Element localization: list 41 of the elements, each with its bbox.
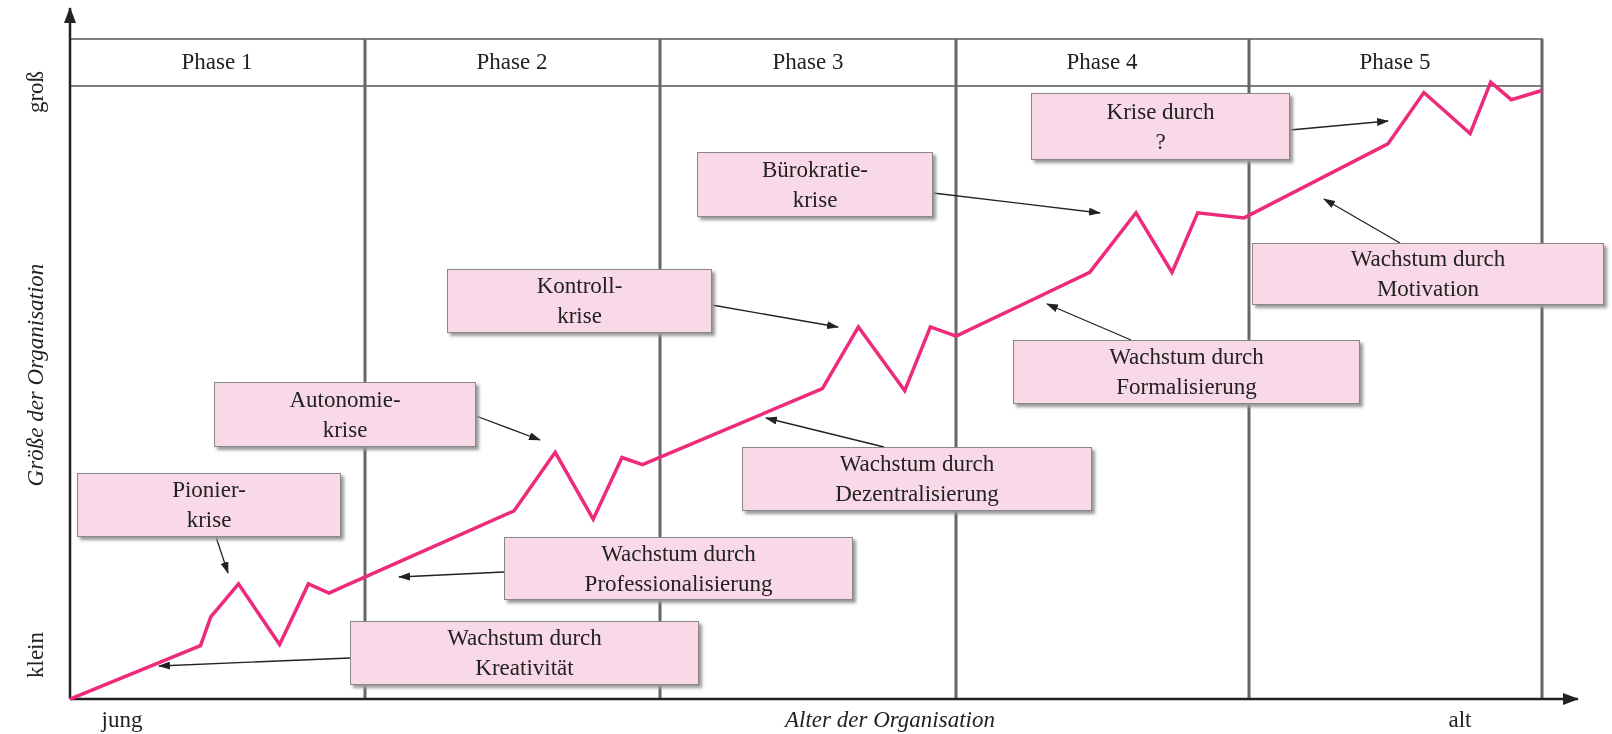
- phase-label: Phase 1: [181, 49, 253, 75]
- leader-arrow: [1323, 198, 1401, 244]
- callout-box: [742, 447, 1092, 511]
- phase-label: Phase 5: [1359, 49, 1431, 75]
- callout-box: [77, 473, 341, 537]
- callout-text: Bürokratie- krise: [761, 155, 869, 214]
- callout-box: [1013, 340, 1360, 404]
- axis-title: Größe der Organisation: [23, 263, 49, 487]
- leader-arrow: [932, 192, 1101, 216]
- axis-label: klein: [23, 632, 49, 678]
- leader-arrow: [158, 657, 351, 670]
- leader-arrow: [475, 415, 541, 441]
- phase-label: Phase 3: [772, 49, 844, 75]
- phase-label: Phase 2: [476, 49, 548, 75]
- callout-text: Krise durch ?: [1105, 97, 1216, 156]
- callout-text: Kontroll- krise: [535, 272, 624, 330]
- callout-box: [447, 269, 712, 333]
- callout-text: Pionier- krise: [171, 476, 247, 534]
- callout-box: [214, 382, 476, 447]
- callout-box: [1031, 93, 1290, 160]
- callout-text: Wachstum durch Dezentralisierung: [834, 450, 1000, 508]
- callout-text: Wachstum durch Formalisierung: [1108, 343, 1265, 401]
- callout-text: Wachstum durch Motivation: [1349, 245, 1507, 303]
- leader-arrow: [398, 571, 505, 581]
- callout-box: [1252, 243, 1604, 305]
- axis-label: groß: [23, 70, 49, 114]
- callout-box: [504, 537, 853, 600]
- callout-box: [350, 621, 699, 685]
- leader-arrow: [765, 416, 885, 448]
- callout-text: Autonomie- krise: [288, 385, 402, 444]
- callout-box: [697, 152, 933, 217]
- phase-label: Phase 4: [1066, 49, 1138, 75]
- leader-arrow: [1289, 118, 1389, 131]
- leader-arrow: [1046, 303, 1132, 341]
- leader-arrow: [711, 304, 839, 330]
- leader-arrow: [215, 536, 229, 574]
- axis-title: Alter der Organisation: [785, 707, 995, 733]
- callout-text: Wachstum durch Kreativität: [446, 624, 603, 682]
- callout-text: Wachstum durch Professionalisierung: [583, 539, 774, 598]
- axis-label: jung: [101, 707, 143, 733]
- axis-label: alt: [1448, 707, 1472, 733]
